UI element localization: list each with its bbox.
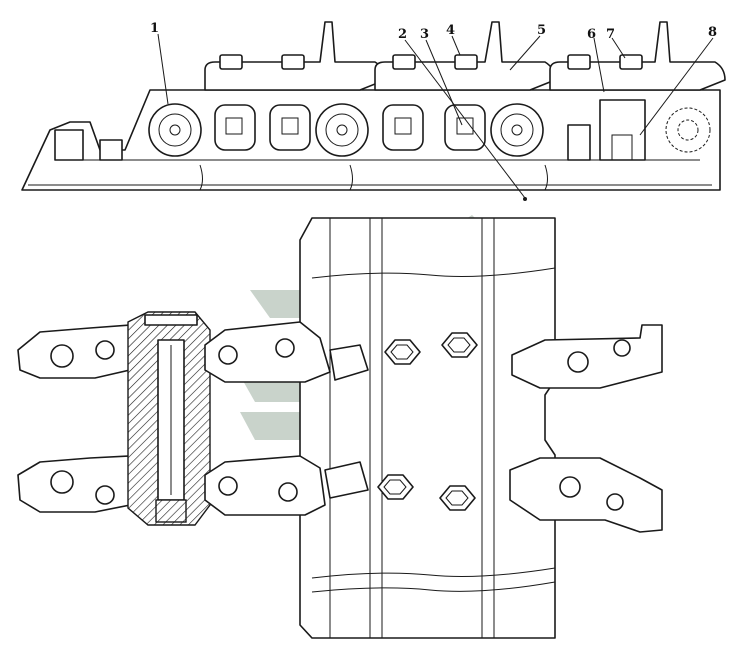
callout-6: 6 (587, 27, 596, 42)
callout-2: 2 (398, 27, 407, 42)
callout-leaders (157, 33, 714, 201)
callout-7: 7 (606, 27, 615, 42)
callout-1: 1 (150, 21, 159, 36)
callout-8: 8 (708, 25, 717, 40)
callout-4: 4 (446, 23, 455, 38)
bolt-heads-top (219, 54, 643, 70)
nut-pockets (54, 99, 646, 161)
pin-cross-section (127, 311, 211, 526)
track-plan-view (17, 217, 663, 639)
callout-3: 3 (420, 27, 429, 42)
track-pins (148, 103, 711, 157)
track-side-view (21, 21, 726, 191)
callout-5: 5 (537, 23, 546, 38)
hex-bolts (377, 332, 478, 511)
